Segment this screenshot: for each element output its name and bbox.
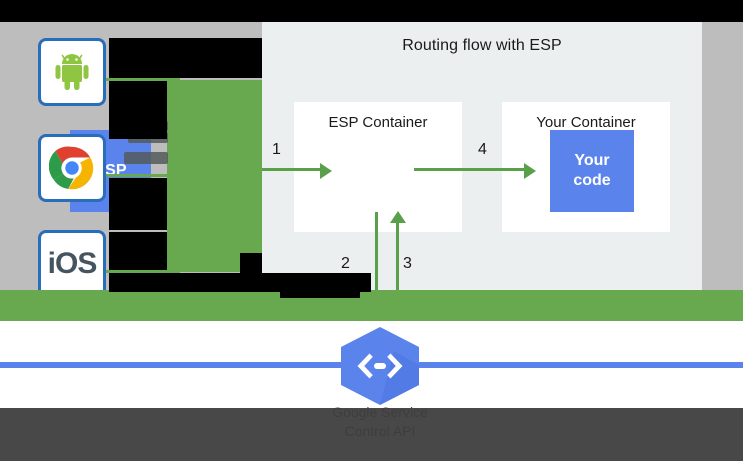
your-code-line-2: code <box>573 172 611 189</box>
arrow-1-head-icon <box>320 163 332 179</box>
your-code-line-1: Your <box>574 152 610 169</box>
your-code-node-label: Your code <box>573 151 610 191</box>
your-code-node: Your code <box>550 130 634 212</box>
esp-container-box: ESP Container <box>294 102 462 232</box>
arrow-label-3: 3 <box>403 255 412 272</box>
arrow-3-head-icon <box>390 211 406 223</box>
ios-connector-line <box>106 270 180 273</box>
black-occlusion-rect <box>109 232 167 270</box>
chrome-connector-line <box>106 174 180 177</box>
arrow-4-line <box>414 168 526 171</box>
arrow-3-line <box>396 222 399 322</box>
android-icon <box>55 54 89 90</box>
black-occlusion-rect <box>109 178 167 230</box>
arrow-1-line <box>262 168 322 171</box>
black-occlusion-rect <box>109 273 371 292</box>
client-tile-android <box>38 38 106 106</box>
client-tile-chrome <box>38 134 106 202</box>
client-green-block <box>167 80 262 272</box>
black-occlusion-rect <box>109 81 167 139</box>
esp-container-label: ESP Container <box>328 114 428 131</box>
obscured-text-blob <box>124 152 168 164</box>
right-gray-panel <box>702 22 743 290</box>
green-horizontal-band <box>0 290 743 321</box>
arrow-label-4: 4 <box>478 141 487 158</box>
google-cloud-endpoints-hexagon-icon <box>341 327 419 405</box>
bottom-dark-overlay <box>0 408 743 461</box>
arrow-label-1: 1 <box>272 141 281 158</box>
arrow-label-2: 2 <box>341 255 350 272</box>
android-connector-line <box>106 78 180 81</box>
black-occlusion-rect <box>109 38 262 78</box>
arrow-2-line <box>375 212 378 322</box>
black-occlusion-rect <box>240 253 262 273</box>
diagram-title: Routing flow with ESP <box>402 37 562 54</box>
arrow-4-head-icon <box>524 163 536 179</box>
top-black-bar <box>0 0 743 22</box>
chrome-icon <box>49 146 94 190</box>
client-tile-ios: iOS <box>38 230 106 298</box>
black-occlusion-rect <box>280 290 360 298</box>
ios-label: iOS <box>47 247 98 280</box>
your-container-label: Your Container <box>536 114 636 131</box>
